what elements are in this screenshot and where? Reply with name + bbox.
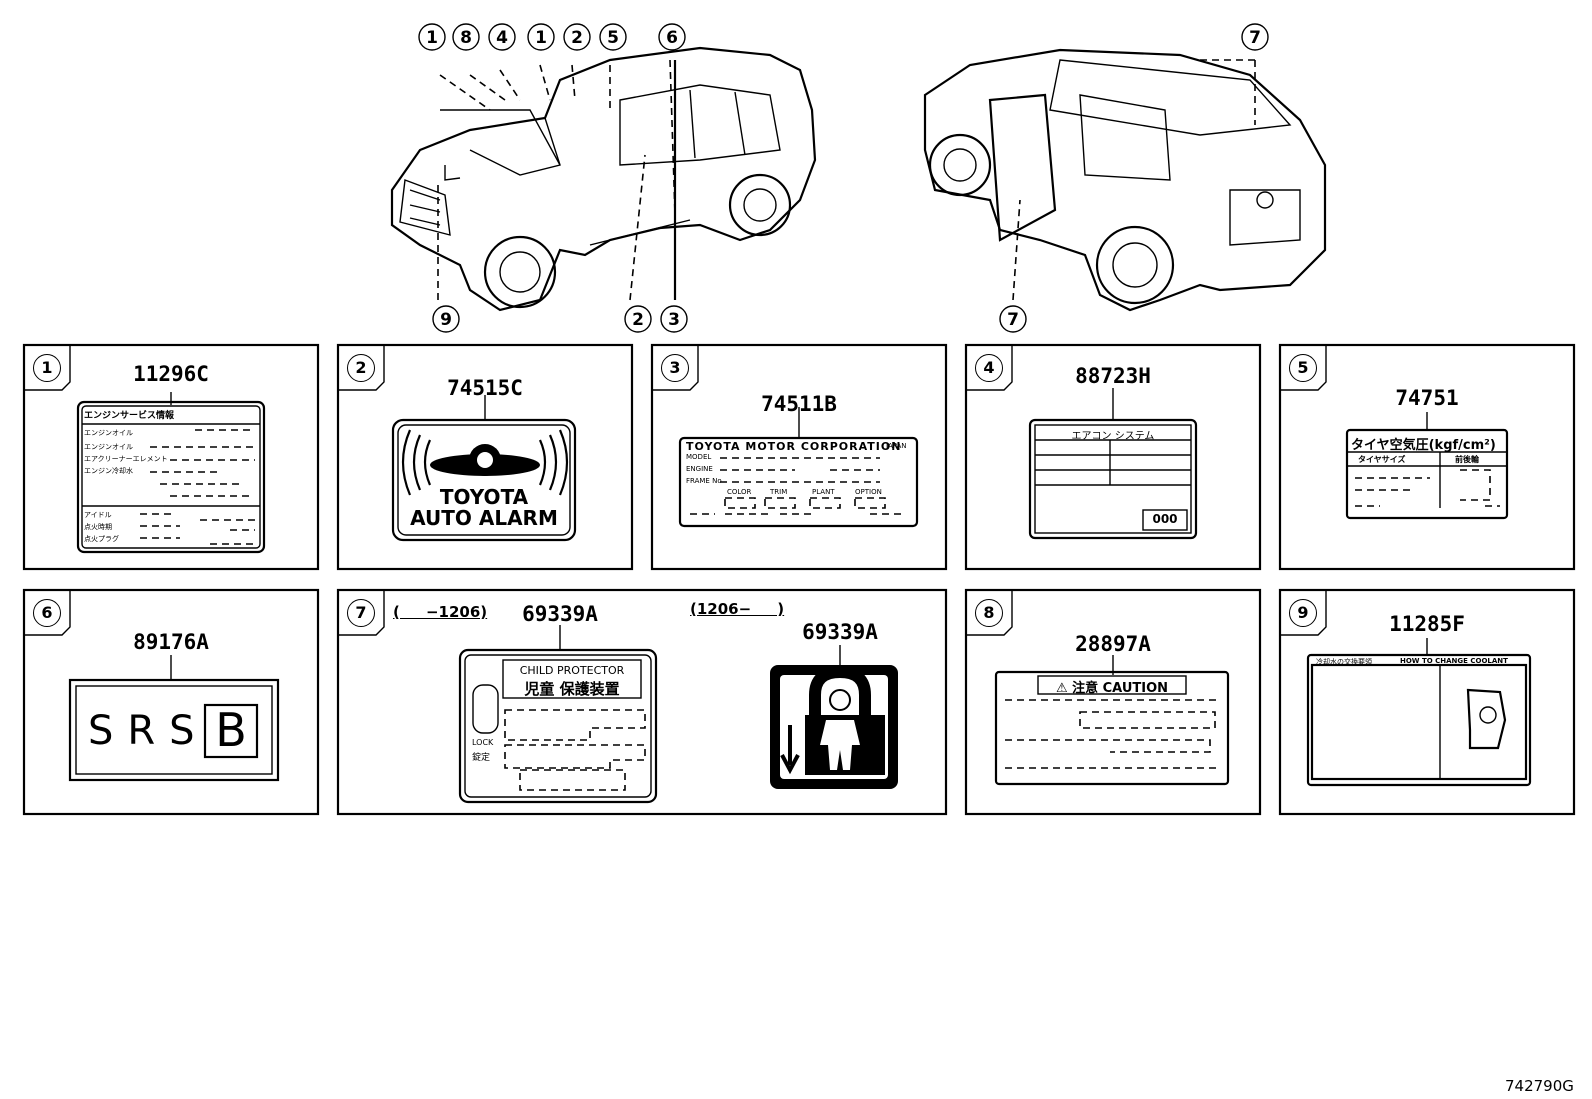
panel-num-4: 4 bbox=[975, 354, 1003, 382]
auto-alarm-line2: AUTO ALARM bbox=[410, 506, 558, 530]
panel-num-9: 9 bbox=[1289, 599, 1317, 627]
coolant-header-jp: 冷却水の交換要領 bbox=[1316, 658, 1372, 666]
engine-service-line: エンジンオイル bbox=[84, 429, 133, 437]
vin-row-label: FRAME No bbox=[686, 477, 722, 485]
coolant-header-en: HOW TO CHANGE COOLANT bbox=[1400, 657, 1508, 665]
panel-num-5: 5 bbox=[1289, 354, 1317, 382]
svg-text:6: 6 bbox=[666, 28, 678, 48]
svg-text:2: 2 bbox=[571, 28, 583, 48]
svg-text:1: 1 bbox=[426, 28, 438, 48]
svg-text:1: 1 bbox=[535, 28, 547, 48]
vin-plate-header: TOYOTA MOTOR CORPORATION bbox=[686, 440, 902, 453]
part-number-89176A: 89176A bbox=[133, 630, 209, 654]
svg-text:2: 2 bbox=[632, 310, 644, 330]
vin-col-label: COLOR bbox=[727, 488, 752, 496]
rear-vehicle-drawing: 7 7 bbox=[923, 23, 1327, 333]
panel-num-6: 6 bbox=[33, 599, 61, 627]
auto-alarm-line1: TOYOTA bbox=[439, 485, 529, 509]
srs-text: SRS bbox=[88, 708, 209, 754]
engine-service-line: アイドル bbox=[84, 511, 112, 519]
part-number-69339A-late: 69339A bbox=[802, 620, 878, 644]
child-protector-jp: 児童 保護装置 bbox=[524, 680, 620, 698]
label-drawing-89176A bbox=[68, 678, 280, 782]
panel-num-3: 3 bbox=[661, 354, 689, 382]
part-number-88723H: 88723H bbox=[1075, 364, 1151, 388]
panel-num-2: 2 bbox=[347, 354, 375, 382]
engine-service-line: エンジンオイル bbox=[84, 443, 133, 451]
vin-col-label: PLANT bbox=[812, 488, 835, 496]
part-number-28897A: 28897A bbox=[1075, 632, 1151, 656]
vin-row-label: ENGINE bbox=[686, 465, 713, 473]
lock-jp: 錠定 bbox=[472, 753, 491, 763]
part-number-11285F: 11285F bbox=[1389, 612, 1465, 636]
part-number-74511B: 74511B bbox=[761, 392, 837, 416]
srs-letter: B bbox=[215, 703, 247, 757]
panel-num-8: 8 bbox=[975, 599, 1003, 627]
tire-axle-header: 前後輪 bbox=[1455, 455, 1479, 464]
vin-col-label: TRIM bbox=[770, 488, 788, 496]
label-drawing-74511B bbox=[678, 436, 919, 528]
svg-text:5: 5 bbox=[607, 28, 619, 48]
engine-service-line: エアクリーナーエレメント bbox=[84, 455, 168, 463]
engine-service-line: 点火時期 bbox=[84, 523, 112, 531]
vin-col-label: OPTION bbox=[855, 488, 882, 496]
lock-en: LOCK bbox=[472, 738, 494, 747]
child-protector-en: CHILD PROTECTOR bbox=[519, 664, 625, 677]
range-early: ( −1206) bbox=[393, 603, 488, 621]
label-drawing-69339A-late bbox=[770, 665, 898, 789]
svg-text:9: 9 bbox=[440, 310, 452, 330]
part-number-11296C: 11296C bbox=[133, 362, 209, 386]
part-number-74515C: 74515C bbox=[447, 376, 523, 400]
engine-service-line: エンジン冷却水 bbox=[84, 467, 133, 475]
panel-frames bbox=[22, 343, 1576, 816]
panel-num-1: 1 bbox=[33, 354, 61, 382]
svg-text:4: 4 bbox=[496, 28, 508, 48]
caution-header: ⚠ 注意 CAUTION bbox=[1055, 681, 1169, 696]
vin-row-label: MODEL bbox=[686, 453, 712, 461]
svg-text:3: 3 bbox=[668, 310, 680, 330]
vin-plate-header-right: JAPAN bbox=[886, 442, 907, 450]
range-late: (1206− ) bbox=[690, 600, 785, 618]
part-number-69339A-early: 69339A bbox=[522, 602, 598, 626]
part-number-74751: 74751 bbox=[1395, 386, 1459, 410]
aircon-header: エアコン システム bbox=[1071, 431, 1155, 442]
engine-service-line: 点火プラグ bbox=[84, 535, 119, 543]
front-vehicle-drawing: 1 8 4 1 2 5 6 9 2 3 bbox=[390, 23, 817, 333]
panel-num-7: 7 bbox=[347, 599, 375, 627]
svg-text:8: 8 bbox=[460, 28, 472, 48]
label-drawing-74751 bbox=[1345, 428, 1509, 520]
svg-text:7: 7 bbox=[1249, 28, 1261, 48]
label-drawing-11296C bbox=[76, 400, 266, 554]
label-drawing-88723H bbox=[1028, 418, 1198, 540]
label-drawing-11285F bbox=[1306, 653, 1532, 787]
svg-text:7: 7 bbox=[1007, 310, 1019, 330]
figure-code: 742790G bbox=[1505, 1077, 1574, 1095]
label-drawing-69339A-early bbox=[458, 648, 658, 804]
tire-pressure-title: タイヤ空気圧(kgf/cm²) bbox=[1351, 438, 1496, 453]
label-drawing-74515C bbox=[391, 418, 577, 542]
aircon-code: 000 bbox=[1152, 512, 1178, 526]
engine-service-title: エンジンサービス情報 bbox=[84, 411, 175, 421]
label-drawing-28897A bbox=[994, 670, 1230, 786]
tire-size-header: タイヤサイズ bbox=[1358, 455, 1406, 464]
